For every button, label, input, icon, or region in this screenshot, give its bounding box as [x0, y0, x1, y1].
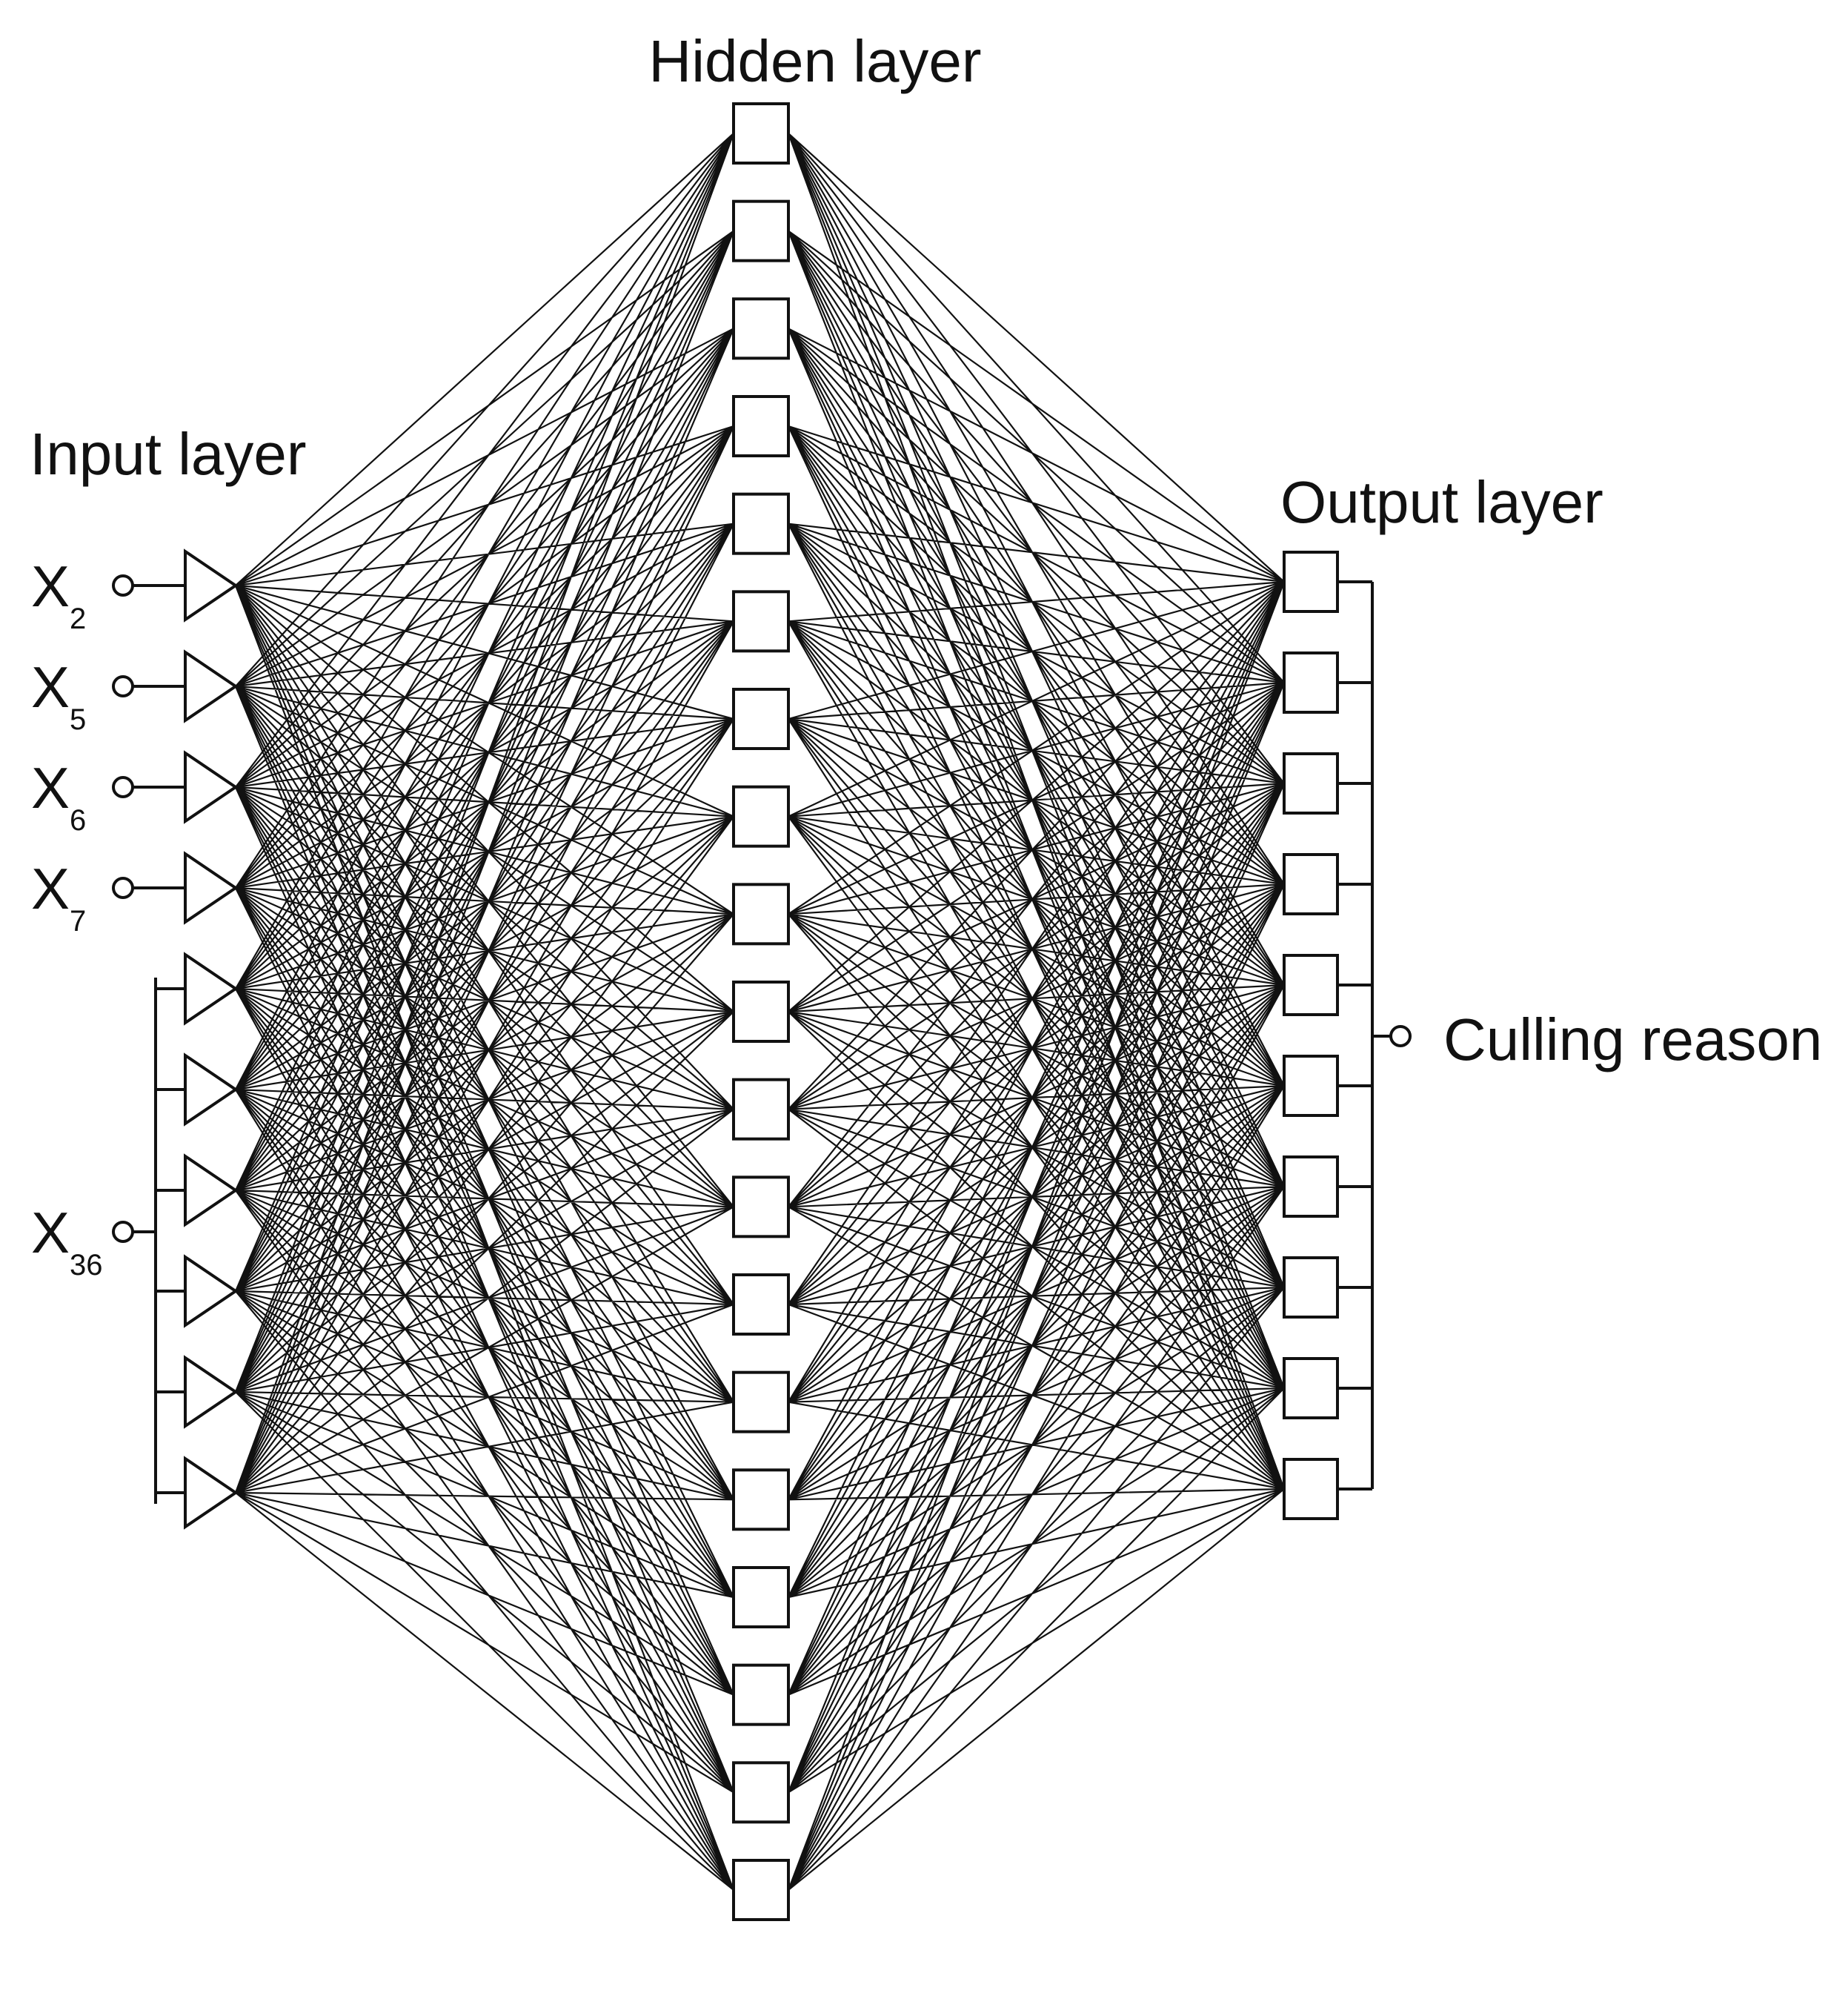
output-neuron-6: [1283, 1055, 1339, 1117]
hidden-neuron-5: [732, 492, 790, 555]
hidden-neuron-12: [732, 1175, 790, 1238]
input-terminal-2: [112, 675, 134, 697]
input-terminal-3: [112, 776, 134, 798]
input-neuron-1: [184, 548, 239, 623]
input-neurons: [184, 548, 239, 1530]
output-neuron-3: [1283, 752, 1339, 815]
hidden-neuron-10: [732, 981, 790, 1043]
input-wiring: [112, 574, 185, 1504]
hidden-neuron-1: [732, 102, 790, 165]
output-variable-label: Culling reason: [1443, 1007, 1822, 1072]
input-variable-label-4: X7: [31, 856, 86, 938]
input-terminal-grouped: [112, 1221, 134, 1243]
input-variable-label-5: X36: [31, 1200, 103, 1281]
output-neuron-5: [1283, 954, 1339, 1016]
variable-base: X: [31, 755, 70, 820]
output-neuron-10: [1283, 1458, 1339, 1520]
hidden-layer-label: Hidden layer: [648, 28, 981, 94]
hidden-neuron-16: [732, 1566, 790, 1628]
hidden-neuron-15: [732, 1468, 790, 1531]
input-terminal-1: [112, 574, 134, 597]
input-neuron-6: [184, 1052, 239, 1127]
hidden-neuron-18: [732, 1761, 790, 1824]
output-neurons: [1283, 551, 1339, 1520]
hidden-neuron-3: [732, 297, 790, 360]
output-neuron-8: [1283, 1256, 1339, 1319]
input-layer-label: Input layer: [30, 421, 307, 487]
hidden-neuron-6: [732, 590, 790, 653]
output-terminal: [1389, 1025, 1412, 1047]
variable-base: X: [31, 654, 70, 720]
input-neuron-7: [184, 1153, 239, 1227]
hidden-neuron-2: [732, 199, 790, 262]
input-neuron-8: [184, 1254, 239, 1328]
input-variable-label-1: X2: [31, 554, 86, 635]
input-neuron-10: [184, 1456, 239, 1530]
variable-subscript: 5: [70, 703, 86, 736]
input-neuron-9: [184, 1355, 239, 1429]
input-neuron-3: [184, 750, 239, 824]
variable-subscript: 2: [70, 603, 86, 635]
hidden-neuron-9: [732, 883, 790, 946]
output-neuron-2: [1283, 651, 1339, 714]
input-terminal-4: [112, 877, 134, 899]
hidden-neuron-13: [732, 1273, 790, 1336]
connection-lines: [234, 133, 1286, 1891]
output-neuron-4: [1283, 853, 1339, 915]
input-neuron-4: [184, 851, 239, 925]
output-neuron-1: [1283, 551, 1339, 613]
hidden-neuron-14: [732, 1370, 790, 1433]
output-wiring: [1337, 580, 1412, 1490]
variable-subscript: 36: [70, 1249, 103, 1281]
variable-base: X: [31, 1200, 70, 1265]
hidden-neuron-4: [732, 395, 790, 457]
variable-subscript: 7: [70, 905, 86, 938]
variable-base: X: [31, 856, 70, 921]
output-layer-label: Output layer: [1280, 469, 1603, 535]
hidden-neuron-19: [732, 1859, 790, 1921]
hidden-neurons: [732, 102, 790, 1921]
output-neuron-9: [1283, 1357, 1339, 1419]
hidden-neuron-7: [732, 688, 790, 750]
hidden-neuron-11: [732, 1078, 790, 1141]
variable-subscript: 6: [70, 804, 86, 837]
hidden-neuron-8: [732, 785, 790, 848]
variable-base: X: [31, 554, 70, 619]
input-variable-label-2: X5: [31, 654, 86, 736]
input-neuron-5: [184, 952, 239, 1026]
weight-connections: [234, 133, 1286, 1891]
hidden-neuron-17: [732, 1663, 790, 1726]
input-neuron-2: [184, 649, 239, 723]
input-variable-label-3: X6: [31, 755, 86, 837]
output-neuron-7: [1283, 1155, 1339, 1218]
